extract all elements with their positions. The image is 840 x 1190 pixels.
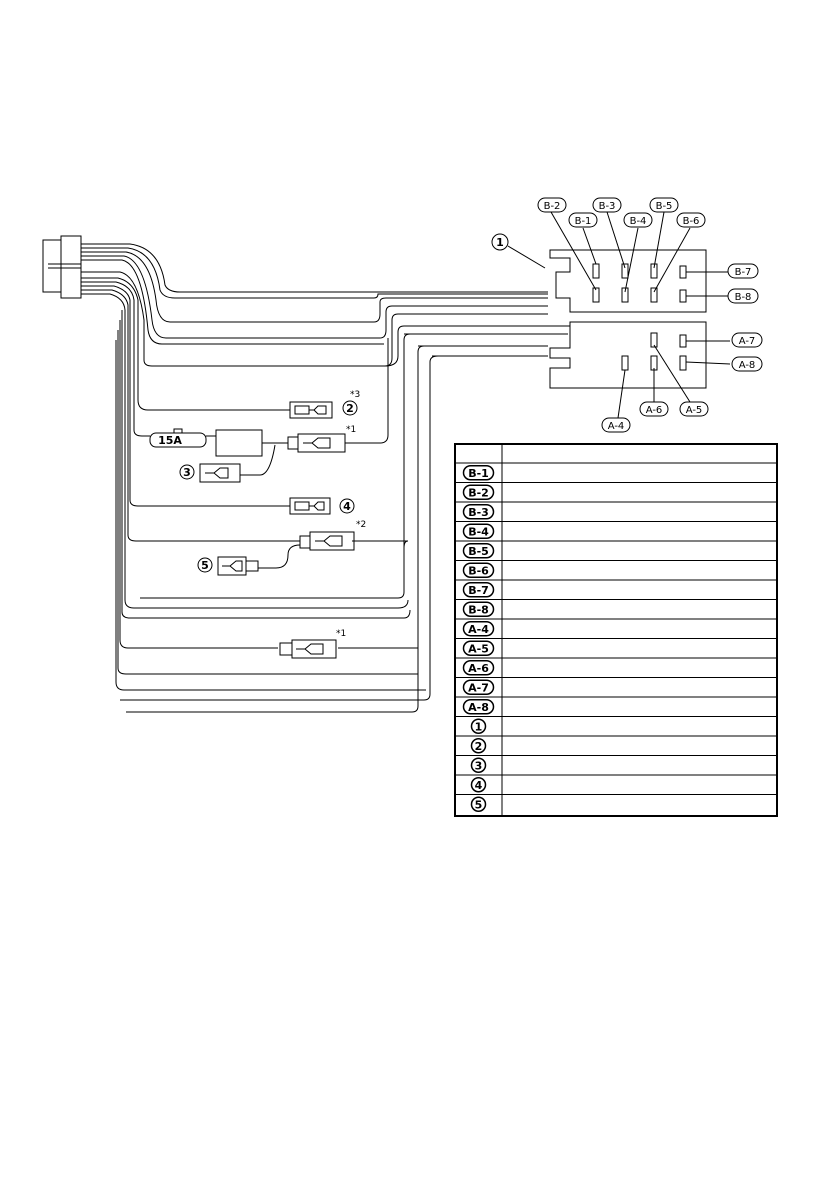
svg-text:5: 5 [201, 559, 209, 572]
pin-label-b4: B-4 [623, 212, 653, 228]
pin-label-a5: A-5 [679, 401, 709, 417]
pin-label-b6: B-6 [676, 212, 706, 228]
table-row-badge [462, 640, 495, 656]
b-pins [592, 263, 687, 303]
table-row-badge [470, 738, 487, 754]
svg-text:A-5: A-5 [686, 405, 703, 416]
svg-text:B-8: B-8 [735, 292, 752, 303]
table-row-label: A-4 [468, 623, 489, 636]
pin-label-b5: B-5 [649, 197, 679, 213]
svg-text:3: 3 [183, 466, 191, 479]
table-row-badge [462, 562, 495, 578]
table-row-badge [470, 777, 487, 793]
svg-text:B-2: B-2 [544, 201, 561, 212]
table-row-label: B-8 [468, 603, 489, 616]
table-row-label: 5 [475, 798, 483, 811]
svg-text:B-3: B-3 [599, 201, 616, 212]
connector-4: 4 [289, 497, 355, 515]
table-row-badge [462, 699, 495, 715]
plug-1b: *1 [279, 629, 346, 659]
table-row-label: B-1 [468, 467, 489, 480]
svg-text:15A: 15A [158, 434, 182, 447]
svg-text:A-8: A-8 [739, 360, 756, 371]
svg-text:B-5: B-5 [656, 201, 673, 212]
svg-text:B-7: B-7 [735, 267, 752, 278]
svg-text:*2: *2 [356, 520, 366, 530]
svg-text:*1: *1 [336, 629, 346, 639]
table-row-label: A-5 [468, 642, 489, 655]
head-unit-connector [42, 235, 82, 299]
table-row-badge [462, 582, 495, 598]
plug-1a: *1 [287, 425, 356, 453]
table-row-label: B-2 [468, 486, 489, 499]
table-row-label: A-7 [468, 681, 489, 694]
table-row-label: 2 [475, 740, 483, 753]
table-row-badge [462, 543, 495, 559]
connector-5: 5 [197, 556, 259, 576]
plug-2: *2 [299, 520, 366, 551]
svg-text:*3: *3 [350, 390, 360, 400]
pin-label-a4: A-4 [601, 417, 631, 433]
svg-text:1: 1 [496, 236, 504, 249]
svg-text:B-6: B-6 [683, 216, 700, 227]
pin-label-b1: B-1 [568, 212, 598, 228]
svg-text:4: 4 [343, 500, 351, 513]
table-row-badge [462, 679, 495, 695]
pin-label-b8: B-8 [727, 288, 759, 304]
table-row-label: B-3 [468, 506, 489, 519]
connector-2: 2 *3 [289, 390, 360, 419]
table-row-label: B-5 [468, 545, 489, 558]
pin-label-a7: A-7 [731, 332, 763, 348]
table-row-label: B-4 [468, 525, 489, 538]
table-row-label: 4 [475, 779, 483, 792]
table-row-badge [462, 504, 495, 520]
fuse-15a: 15A [149, 428, 207, 448]
table-row-label: B-7 [468, 584, 489, 597]
table-row-badge [462, 523, 495, 539]
table-row-label: A-6 [468, 662, 489, 675]
svg-text:A-7: A-7 [739, 336, 756, 347]
table-row-label: 3 [475, 759, 483, 772]
svg-text:A-6: A-6 [646, 405, 663, 416]
svg-text:*1: *1 [346, 425, 356, 435]
table-row-badge [462, 621, 495, 637]
svg-text:B-4: B-4 [630, 216, 647, 227]
table-row-label: B-6 [468, 564, 489, 577]
svg-text:A-4: A-4 [608, 421, 625, 432]
table-row-badge [462, 660, 495, 676]
pin-label-b2: B-2 [537, 197, 567, 213]
pin-label-a6: A-6 [639, 401, 669, 417]
table-row-badge [462, 601, 495, 617]
leader-lines [507, 211, 731, 419]
pin-label-b7: B-7 [727, 263, 759, 279]
table-row-badge [462, 484, 495, 500]
table-row-label: A-8 [468, 701, 489, 714]
wire-harness [81, 243, 570, 713]
table-row-badge [470, 757, 487, 773]
pin-label-b3: B-3 [592, 197, 622, 213]
svg-text:B-1: B-1 [575, 216, 592, 227]
table-row-badge [470, 796, 487, 812]
connector-3: 3 [179, 463, 241, 483]
table-row-badge [470, 718, 487, 734]
iso-connector [549, 249, 707, 389]
table-row-label: 1 [475, 720, 483, 733]
connector-1-callout: 1 [491, 233, 509, 251]
table-row-badge [462, 465, 495, 481]
svg-text:2: 2 [346, 402, 354, 415]
legend-table: B-1B-2B-3B-4B-5B-6B-7B-8A-4A-5A-6A-7A-8 1… [454, 443, 778, 817]
pin-label-a8: A-8 [731, 356, 763, 372]
